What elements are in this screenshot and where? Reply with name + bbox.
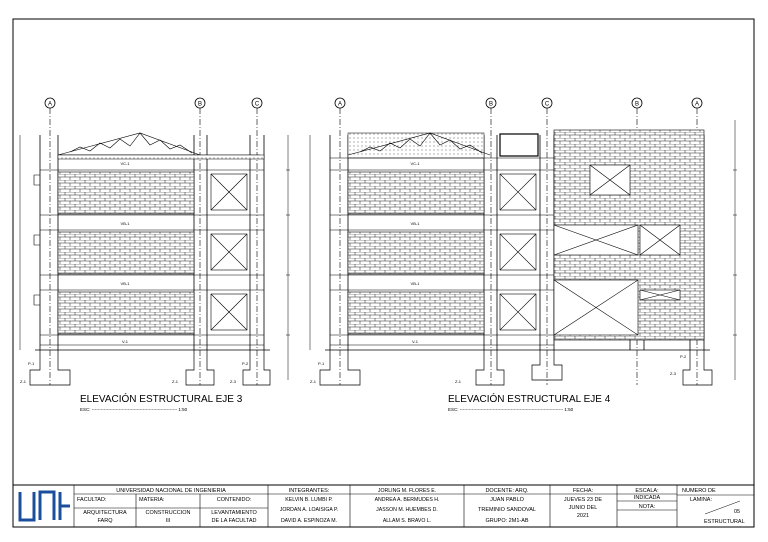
title-block: UNIVERSIDAD NACIONAL DE INGENIERIA FACUL… — [12, 484, 755, 528]
brick-wall-panel — [57, 291, 195, 335]
axis-label: C — [545, 102, 550, 108]
beam-label: VB-1 — [121, 221, 131, 226]
date-value: JUEVES 23 DE — [564, 497, 603, 503]
teacher-name: JUAN PABLO — [490, 497, 525, 503]
footing-label: Z-3 — [230, 379, 237, 384]
axis-label: B — [489, 102, 493, 108]
beam-label: VB-1 — [411, 281, 421, 286]
faculty-label: FACULTAD: — [77, 497, 107, 503]
footing-label: Z-1 — [20, 379, 27, 384]
axis-lines — [49, 108, 258, 385]
brick-wall-panel — [347, 291, 485, 335]
footing-label: Z-1 — [310, 379, 317, 384]
axis-marker-b-right: B — [485, 97, 497, 109]
axis-label: A — [338, 102, 342, 108]
sheet-type: ESTRUCTURAL — [704, 519, 745, 525]
axis-label: C — [255, 102, 260, 108]
foundations-right — [319, 349, 713, 386]
dimension-lines-right — [309, 120, 737, 380]
axis-label: B — [198, 102, 202, 108]
footing-label: Z-1 — [172, 379, 179, 384]
member-name: JASSON M. HUEMBES D. — [376, 507, 438, 513]
member-name: ANDREA A. BERMUDES H. — [375, 497, 440, 503]
sheet-label: LAMINA: — [690, 497, 712, 503]
scale-value: INDICADA — [634, 495, 661, 501]
member-name: ALLAM S. BRAVO L. — [383, 518, 431, 524]
beam-label: VB-1 — [121, 281, 131, 286]
roof-dotted-band — [347, 132, 485, 159]
note-label: NOTA: — [639, 504, 656, 510]
axis-marker-b-left: B — [194, 97, 206, 109]
pile-label: P-2 — [242, 361, 249, 366]
beam-label: V-1 — [122, 339, 129, 344]
beam-label: VC-1 — [410, 161, 420, 166]
axis-marker-a-right: A — [334, 97, 346, 109]
window-openings-left — [210, 173, 248, 331]
content-label: CONTENIDO: — [217, 497, 252, 503]
elevation-scale: ESC: -----------------------------------… — [80, 407, 188, 412]
member-name: KELVIN B. LUMBI P. — [285, 497, 332, 503]
elevation-eje-3: A B C — [19, 97, 290, 412]
beam-label: V-1 — [412, 339, 419, 344]
axis-label: A — [695, 102, 699, 108]
beam-lines — [40, 169, 264, 346]
axis-label: A — [48, 102, 52, 108]
foundations-left — [29, 349, 271, 386]
university-name: UNIVERSIDAD NACIONAL DE INGENIERIA — [116, 488, 226, 494]
scale-label: ESCALA: — [635, 488, 659, 494]
members-label: INTEGRANTES: — [289, 488, 330, 494]
pile-label: P-1 — [318, 361, 325, 366]
date-value: 2021 — [577, 513, 589, 519]
brick-wall-panel — [57, 231, 195, 275]
axis-marker-c-right: C — [541, 97, 553, 109]
member-name: JORLING M. FLORES E. — [378, 488, 436, 494]
member-name: DAVID A. ESPINOZA M. — [281, 518, 337, 524]
window-openings-right — [499, 173, 537, 331]
teacher-name: TREMINIO SANDOVAL — [478, 507, 536, 513]
facade-opening-crosses — [553, 164, 681, 336]
elevation-eje-4: A B C B A — [309, 97, 737, 412]
member-name: JORDAN A. LOAISIGA P. — [280, 507, 338, 513]
axis-marker-c-left: C — [251, 97, 263, 109]
elevation-scale: ESC: -----------------------------------… — [448, 407, 574, 412]
roof-beam-band — [57, 154, 265, 160]
sheet-diagonal — [704, 500, 741, 515]
pile-label: P-1 — [28, 361, 35, 366]
elevation-title: ELEVACIÓN ESTRUCTURAL EJE 4 — [448, 392, 611, 405]
teacher-label: DOCENTE: ARQ. — [485, 488, 529, 494]
brick-wall-panel — [347, 171, 485, 215]
date-value: JUNIO DEL — [569, 505, 598, 511]
footing-label: Z-3 — [670, 371, 677, 376]
footing-label: Z-1 — [455, 379, 462, 384]
beam-lines — [330, 157, 554, 346]
group-label: GRUPO: 2M1-AB — [485, 518, 528, 524]
beam-label: VC-1 — [120, 161, 130, 166]
brick-wall-panel — [57, 171, 195, 215]
sheet-label: NUMERO DE — [682, 488, 716, 494]
axis-label: B — [635, 102, 639, 108]
brick-wall-panel — [347, 231, 485, 275]
axis-marker-a2-right: A — [691, 97, 703, 109]
roof-window-top — [499, 133, 539, 157]
uni-logo — [18, 490, 70, 522]
pile-label: P-2 — [680, 354, 687, 359]
elevation-title: ELEVACIÓN ESTRUCTURAL EJE 3 — [80, 392, 243, 405]
column-stubs — [33, 174, 40, 306]
axis-marker-b2-right: B — [631, 97, 643, 109]
axis-marker-a-left: A — [44, 97, 56, 109]
date-label: FECHA: — [573, 488, 594, 494]
subject-label: MATERIA: — [139, 497, 165, 503]
sheet-number: 05 — [734, 509, 740, 515]
beam-label: VB-1 — [411, 221, 421, 226]
dimension-lines-left — [19, 135, 290, 380]
roof-truss-right — [347, 132, 491, 156]
title-block-grid — [73, 485, 754, 527]
